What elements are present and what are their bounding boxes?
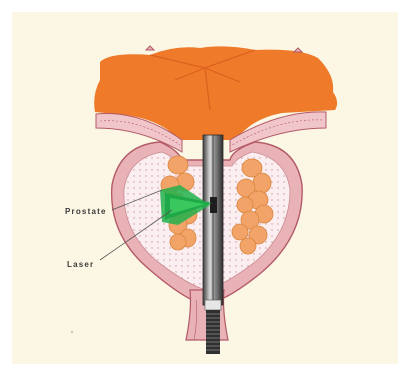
prostate-label: Prostate bbox=[65, 207, 107, 216]
stray-dot bbox=[71, 331, 73, 333]
laser-label: Laser bbox=[67, 260, 94, 269]
cystoscope-icon bbox=[203, 135, 223, 354]
